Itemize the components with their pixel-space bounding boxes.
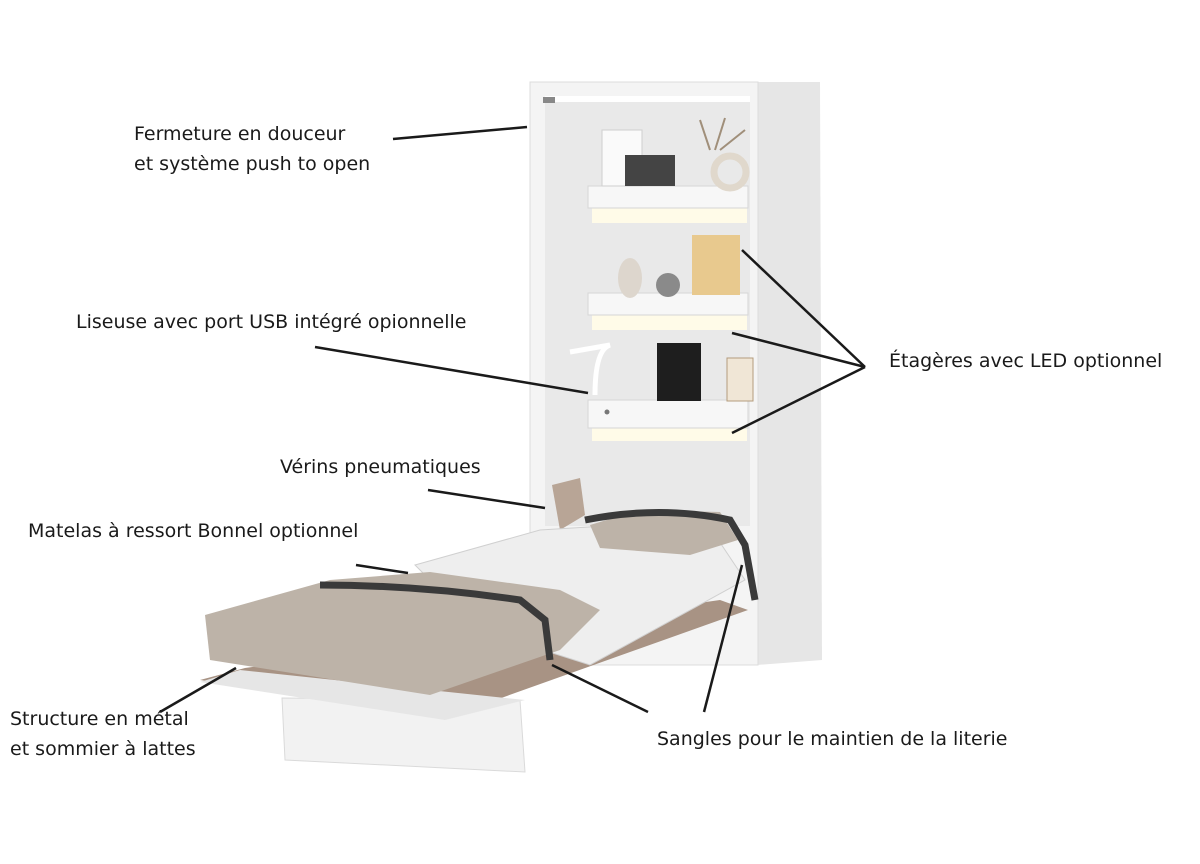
picture-frame bbox=[726, 357, 754, 402]
leader-shelf-3 bbox=[731, 365, 866, 435]
leader-shelf-1 bbox=[741, 249, 866, 368]
dried-flowers bbox=[699, 117, 746, 151]
callout-frame-line-2: et sommier à lattes bbox=[10, 738, 196, 760]
leader-gas-pistons bbox=[427, 488, 546, 510]
gas-piston-bracket bbox=[552, 478, 585, 530]
leader-reading-lamp bbox=[314, 345, 589, 395]
callout-gas-pistons: Vérins pneumatiques bbox=[280, 452, 481, 482]
callout-frame: Structure en métal et sommier à lattes bbox=[10, 704, 196, 764]
shelf-3 bbox=[587, 399, 749, 429]
leader-soft-close bbox=[392, 125, 528, 141]
photo-frame bbox=[625, 155, 675, 186]
callout-gas-pistons-line-1: Vérins pneumatiques bbox=[280, 456, 481, 478]
top-light bbox=[545, 96, 750, 102]
push-latch bbox=[543, 97, 555, 103]
callout-shelves-led: Étagères avec LED optionnel bbox=[889, 346, 1162, 376]
shelf-3-led-glow bbox=[592, 425, 747, 441]
callout-soft-close-line-1: Fermeture en douceur bbox=[134, 123, 346, 145]
strap-head bbox=[584, 509, 759, 601]
callout-frame-line-1: Structure en métal bbox=[10, 708, 189, 730]
poster-black bbox=[657, 343, 701, 401]
cabinet-side-panel bbox=[755, 82, 822, 665]
leader-frame bbox=[159, 666, 237, 714]
callout-reading-lamp-line-1: Liseuse avec port USB intégré opionnelle bbox=[76, 311, 467, 333]
callout-reading-lamp: Liseuse avec port USB intégré opionnelle bbox=[76, 307, 466, 337]
bed-bottom-plate bbox=[200, 670, 525, 720]
callout-soft-close: Fermeture en douceur et système push to … bbox=[134, 119, 370, 179]
callout-straps: Sangles pour le maintien de la literie bbox=[657, 724, 1008, 754]
callout-soft-close-line-2: et système push to open bbox=[134, 153, 371, 175]
callout-straps-line-1: Sangles pour le maintien de la literie bbox=[657, 728, 1008, 750]
leader-strap-2 bbox=[702, 564, 744, 713]
callout-mattress: Matelas à ressort Bonnel optionnel bbox=[28, 516, 358, 546]
shelf-1-led-glow bbox=[592, 205, 747, 223]
callout-shelves-led-line-1: Étagères avec LED optionnel bbox=[889, 350, 1163, 372]
leader-mattress bbox=[355, 563, 409, 575]
leader-shelf-2 bbox=[731, 331, 866, 369]
pillow bbox=[590, 510, 738, 555]
vase-ring bbox=[710, 152, 750, 192]
blanket bbox=[205, 572, 600, 695]
usb-port bbox=[604, 409, 610, 415]
callout-mattress-line-1: Matelas à ressort Bonnel optionnel bbox=[28, 520, 359, 542]
book-french-design bbox=[692, 235, 740, 295]
sphere-decor bbox=[656, 273, 680, 297]
shelf-2-led-glow bbox=[592, 312, 747, 330]
reading-lamp bbox=[569, 342, 612, 396]
leader-strap-1 bbox=[551, 663, 649, 714]
strap-foot bbox=[319, 581, 554, 661]
vase-tall bbox=[618, 258, 642, 298]
